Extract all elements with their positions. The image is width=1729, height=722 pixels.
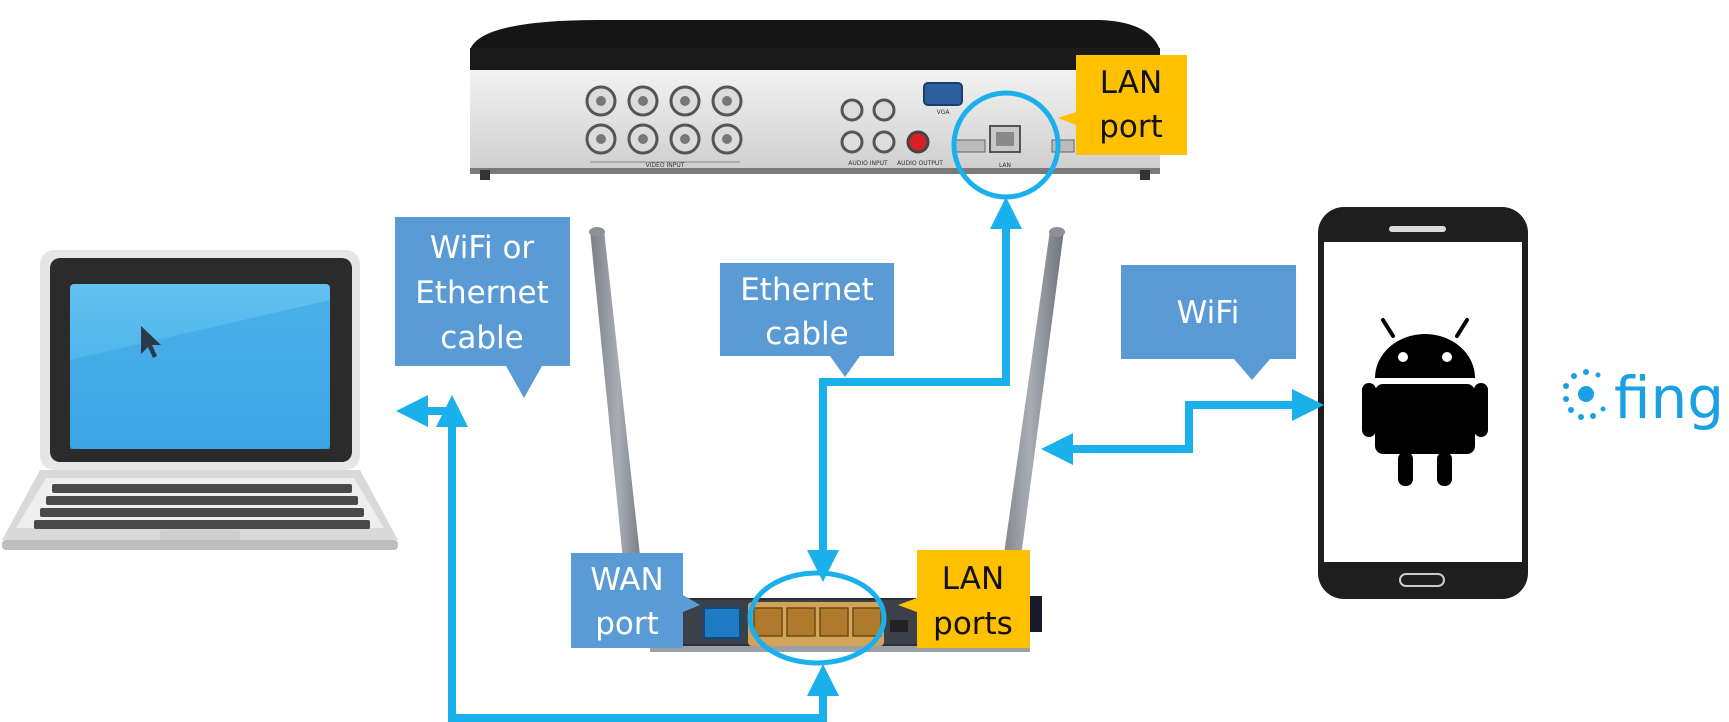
dvr-lan-label: LAN [999,162,1011,169]
connection-arrows [436,197,1324,722]
arrow-laptop-router [436,395,839,722]
callout-wifi-line1: WiFi [1177,295,1240,331]
dvr-audio-output-label: AUDIO OUTPUT [897,160,943,167]
callout-wan-port-line2: port [595,606,659,642]
callout-router-lan-ports-line2: ports [933,606,1013,642]
callout-wifi: WiFi [1121,265,1296,380]
dvr-video-input-label: VIDEO INPUT [646,162,685,169]
dvr-vga-label: VGA [937,109,951,116]
dvr-audio-input-label: AUDIO INPUT [848,160,888,167]
arrow-router-dvr [807,197,1022,582]
callout-router-lan-ports: LAN ports [898,550,1030,648]
mouse-cursor-icon [141,326,161,358]
callout-dvr-lan-port: LAN port [1058,55,1187,155]
callout-ethernet-cable-line1: Ethernet [740,272,874,308]
callout-wan-port-line1: WAN [590,562,663,598]
callout-dvr-lan-port-line1: LAN [1100,65,1162,101]
android-robot-icon [1362,318,1488,486]
fing-logo-text: fing [1614,364,1724,432]
laptop-icon [2,250,398,550]
callout-ethernet-cable-line2: cable [765,316,848,352]
callout-wifi-or-ethernet: WiFi or Ethernet cable [395,217,570,398]
callout-wifi-or-ethernet-line1: WiFi or [430,230,535,266]
callout-wan-port: WAN port [571,553,700,648]
callout-router-lan-ports-line1: LAN [942,561,1004,597]
callout-ethernet-cable: Ethernet cable [720,263,894,377]
smartphone-icon [1318,207,1528,599]
fing-logo-icon: fing [1563,364,1724,432]
dvr-recorder-icon: VIDEO INPUT AUDIO INPUT AUDIO OUTPUT VGA… [470,20,1160,200]
callout-dvr-lan-port-line2: port [1099,109,1163,145]
arrow-router-phone [1041,389,1324,465]
callout-wifi-or-ethernet-line3: cable [440,320,523,356]
callout-wifi-or-ethernet-line2: Ethernet [415,275,549,311]
